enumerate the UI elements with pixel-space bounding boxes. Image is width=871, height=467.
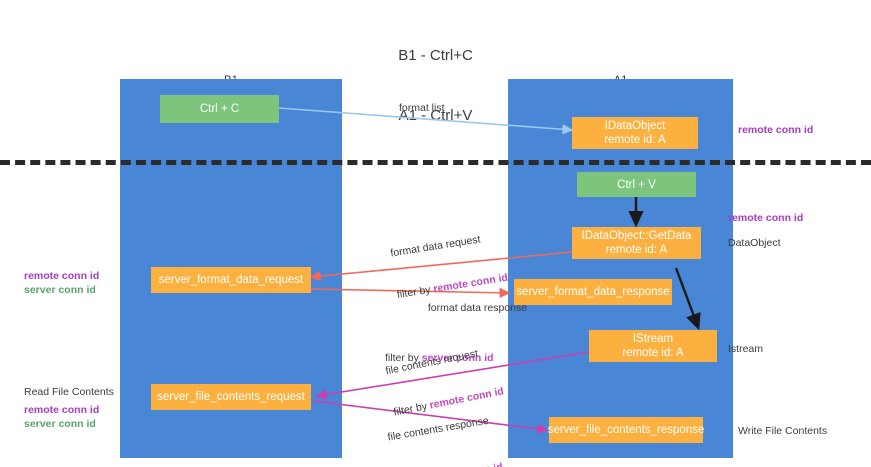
node-server-file-contents-response[interactable]: server_file_contents_response: [548, 417, 704, 443]
annotation-istream: Istream: [728, 343, 764, 355]
annotation-remote-conn-id-mid: remote conn id: [728, 212, 804, 224]
edge-label-format-list: format list: [399, 102, 445, 114]
edge-label-format-data-response: format data response filter by server co…: [385, 273, 570, 393]
filter-prefix: filter by: [385, 352, 422, 364]
annotation-write-file-contents: Write File Contents: [738, 425, 828, 437]
annotation-left-server-conn-id-2: server conn id: [24, 418, 96, 430]
annotation-read-file-contents: Read File Contents: [24, 386, 114, 398]
edge-label-file-contents-response-text: file contents response: [386, 414, 490, 444]
annotation-left-server-conn-id-1: server conn id: [24, 284, 96, 296]
phase-divider: [0, 160, 871, 165]
node-server-file-contents-request[interactable]: server_file_contents_request: [151, 384, 311, 410]
edge-label-format-data-response-text: format data response: [427, 302, 528, 314]
edge-label-file-contents-response-filter: filter by server conn id: [395, 460, 504, 467]
annotation-left-remote-conn-id-2: remote conn id: [24, 404, 100, 416]
edge-label-format-data-response-filter: filter by server conn id: [385, 351, 570, 365]
edge-label-file-contents-request-text: file contents request: [384, 347, 480, 378]
filter-value: server conn id: [421, 352, 494, 364]
node-getdata[interactable]: IDataObject::GetData remote id: A: [572, 227, 701, 259]
filter-value: server conn id: [431, 461, 504, 467]
annotation-dataobject: DataObject: [728, 237, 781, 249]
node-ctrl-v[interactable]: Ctrl + V: [577, 172, 696, 197]
node-ctrl-c[interactable]: Ctrl + C: [160, 95, 279, 123]
edge-label-format-data-request-text: format data request: [389, 233, 482, 260]
node-server-format-data-request[interactable]: server_format_data_request: [151, 267, 311, 293]
annotation-remote-conn-id-top: remote conn id: [738, 124, 814, 136]
node-istream[interactable]: IStream remote id: A: [589, 330, 717, 362]
diagram-title-line1: B1 - Ctrl+C: [398, 47, 473, 64]
node-idataobject[interactable]: IDataObject remote id: A: [572, 117, 698, 149]
annotation-left-remote-conn-id-1: remote conn id: [24, 270, 100, 282]
node-server-format-data-response[interactable]: server_format_data_response: [514, 279, 672, 305]
